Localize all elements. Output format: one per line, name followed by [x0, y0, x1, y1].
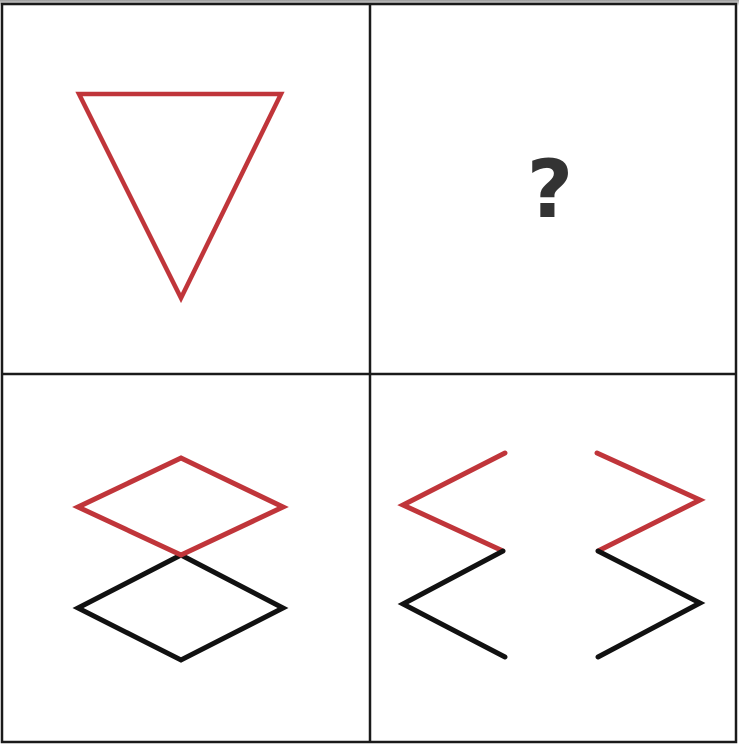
- zigzag-right-black: [595, 548, 706, 660]
- zigzag-right: [594, 450, 706, 660]
- stacked-rhombuses: [72, 455, 289, 663]
- zigzag-left-red: [397, 450, 508, 554]
- zigzag-right-red: [594, 450, 706, 554]
- inverted-triangle: [75, 91, 285, 304]
- rhombus-black: [72, 552, 289, 663]
- question-mark: ?: [526, 143, 574, 236]
- rhombus-red: [72, 455, 289, 558]
- zigzag-left-black: [397, 548, 508, 660]
- zigzag-left: [397, 450, 508, 660]
